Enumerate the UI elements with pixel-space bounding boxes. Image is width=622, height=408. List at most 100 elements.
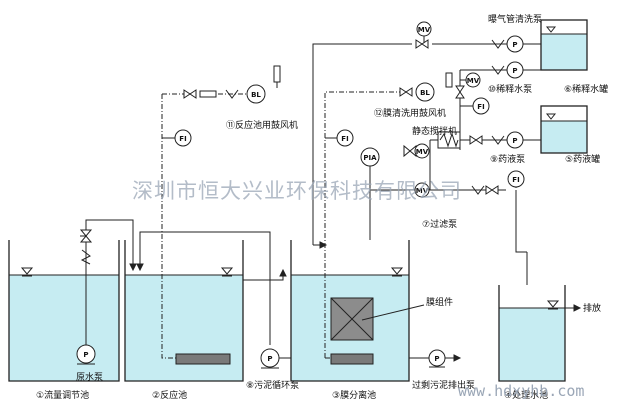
reactor-blower-icon: BL bbox=[246, 84, 266, 104]
chem-pump-icon: P bbox=[506, 131, 524, 149]
company-watermark: 深圳市恒大兴业环保科技有限公司 bbox=[132, 179, 462, 203]
tank4-outline bbox=[498, 285, 566, 382]
silencer-icon bbox=[273, 65, 281, 83]
site-watermark: www.hdxyhb.com bbox=[458, 382, 584, 400]
flow-indicator-icon: FI bbox=[162, 129, 192, 147]
arrow-icon bbox=[129, 263, 137, 272]
mv-symbol: MV bbox=[416, 187, 429, 195]
mv-symbol: MV bbox=[418, 26, 431, 34]
blower-symbol: BL bbox=[251, 91, 261, 99]
motor-valve-icon: MV bbox=[414, 143, 430, 159]
filter-pump-label: ⑦过滤泵 bbox=[422, 218, 457, 230]
silencer-icon bbox=[445, 72, 453, 88]
reactor-diffuser bbox=[175, 353, 231, 365]
tank3-label: ③膜分离池 bbox=[332, 389, 376, 401]
level-marker-icon bbox=[220, 267, 234, 277]
level-marker-icon bbox=[546, 300, 560, 310]
excess-pump-label: 过剩污泥排出泵 bbox=[412, 379, 475, 391]
pipes bbox=[85, 43, 582, 362]
aeration-wash-pump-icon: P bbox=[506, 35, 524, 53]
arrow-icon bbox=[136, 263, 144, 272]
tank1-label: ①流量调节池 bbox=[36, 389, 89, 401]
check-valve-icon bbox=[491, 65, 505, 75]
motor-valve-icon: MV bbox=[460, 72, 481, 88]
check-valve-icon bbox=[491, 135, 505, 145]
level-marker-icon bbox=[390, 267, 404, 277]
tank1-water bbox=[9, 275, 119, 381]
arrow-icon bbox=[453, 354, 462, 362]
pump-symbol: P bbox=[512, 67, 517, 75]
blower-symbol: BL bbox=[420, 89, 430, 97]
pump-symbol: P bbox=[512, 41, 517, 49]
pia-symbol: PIA bbox=[363, 154, 377, 162]
dilution-tank-water bbox=[541, 34, 587, 70]
tank4-label: ④处理水池 bbox=[504, 389, 548, 401]
check-valve-icon bbox=[491, 39, 505, 49]
pump-symbol: P bbox=[434, 355, 439, 363]
flow-meter-icon bbox=[199, 90, 217, 98]
mv-symbol: MV bbox=[416, 148, 429, 156]
valve-icon bbox=[183, 89, 197, 99]
chem-tank-label: ⑤药液罐 bbox=[565, 153, 600, 165]
tank1-outline bbox=[8, 240, 120, 382]
level-markers bbox=[20, 26, 560, 310]
tank2-label: ②反应池 bbox=[152, 389, 187, 401]
filtrate-to-tank4 bbox=[515, 190, 527, 253]
static-mixer-icon bbox=[437, 131, 461, 149]
static-mixer-label: 静态搅拌机 bbox=[412, 125, 457, 137]
level-marker-icon bbox=[545, 113, 557, 120]
pressure-indicator-icon: PIA bbox=[360, 147, 380, 190]
wash-pipe-main bbox=[312, 43, 412, 245]
water-fills bbox=[9, 34, 587, 381]
raw-pump-label: 原水泵 bbox=[76, 371, 103, 383]
arrow-icon bbox=[573, 304, 582, 312]
flow-indicator-icon: FI bbox=[325, 129, 354, 147]
reactor-air-pipe bbox=[161, 94, 176, 359]
chem-tank-water bbox=[541, 121, 587, 153]
sludge-return-pipe bbox=[139, 231, 271, 345]
tank2-water bbox=[125, 275, 243, 381]
membrane-diffuser bbox=[330, 353, 374, 365]
pump-symbol: P bbox=[83, 351, 88, 359]
valve-icon bbox=[399, 87, 413, 97]
arrow-icon bbox=[279, 268, 287, 277]
excess-sludge-pump-icon: P bbox=[428, 349, 446, 368]
module-leader-line bbox=[361, 304, 425, 321]
valve-icon bbox=[79, 229, 93, 243]
check-valve-icon bbox=[225, 89, 239, 99]
chem-tank-outline bbox=[540, 105, 588, 154]
fi-symbol: FI bbox=[341, 135, 348, 143]
pump-symbol: P bbox=[267, 355, 272, 363]
membrane-module-label: 膜组件 bbox=[426, 296, 453, 308]
fi-symbol: FI bbox=[179, 135, 186, 143]
tanks bbox=[8, 19, 588, 382]
dilution-tank-outline bbox=[540, 19, 588, 71]
chem-pump-label: ⑨药液泵 bbox=[490, 153, 525, 165]
membrane-air-pipe bbox=[324, 91, 410, 358]
mv-symbol: MV bbox=[467, 77, 480, 85]
internals bbox=[175, 297, 425, 365]
membrane-blower-icon: BL bbox=[415, 82, 435, 102]
valve-icon bbox=[485, 185, 499, 195]
reactor-blower-label: ⑪反应池用鼓风机 bbox=[226, 119, 298, 131]
motor-valve-icon: MV bbox=[414, 182, 430, 198]
overflow-pipe bbox=[243, 270, 284, 281]
raw-water-pipe bbox=[85, 219, 134, 345]
discharge-label: 排放 bbox=[583, 302, 601, 314]
sludge-pump-icon: P bbox=[260, 348, 280, 369]
level-marker-icon bbox=[545, 26, 557, 33]
fi-symbol: FI bbox=[512, 176, 519, 184]
check-valve-icon bbox=[471, 185, 485, 195]
aeration-wash-pump-label: 曝气管清洗泵 bbox=[488, 13, 542, 25]
tank2-outline bbox=[124, 240, 244, 382]
sludge-pump-label: ⑧污泥循环泵 bbox=[246, 379, 299, 391]
dilution-tank-label: ⑥稀释水罐 bbox=[564, 83, 608, 95]
valves bbox=[79, 39, 505, 265]
membrane-blower-label: ⑫膜清洗用鼓风机 bbox=[374, 107, 446, 119]
valve-icon bbox=[403, 144, 417, 158]
instruments: FI FI FI FI PIA MV bbox=[162, 21, 525, 198]
pumps: P P P P P P BL BL bbox=[76, 35, 524, 369]
fi-symbol: FI bbox=[477, 103, 484, 111]
membrane-module-icon bbox=[330, 297, 374, 341]
